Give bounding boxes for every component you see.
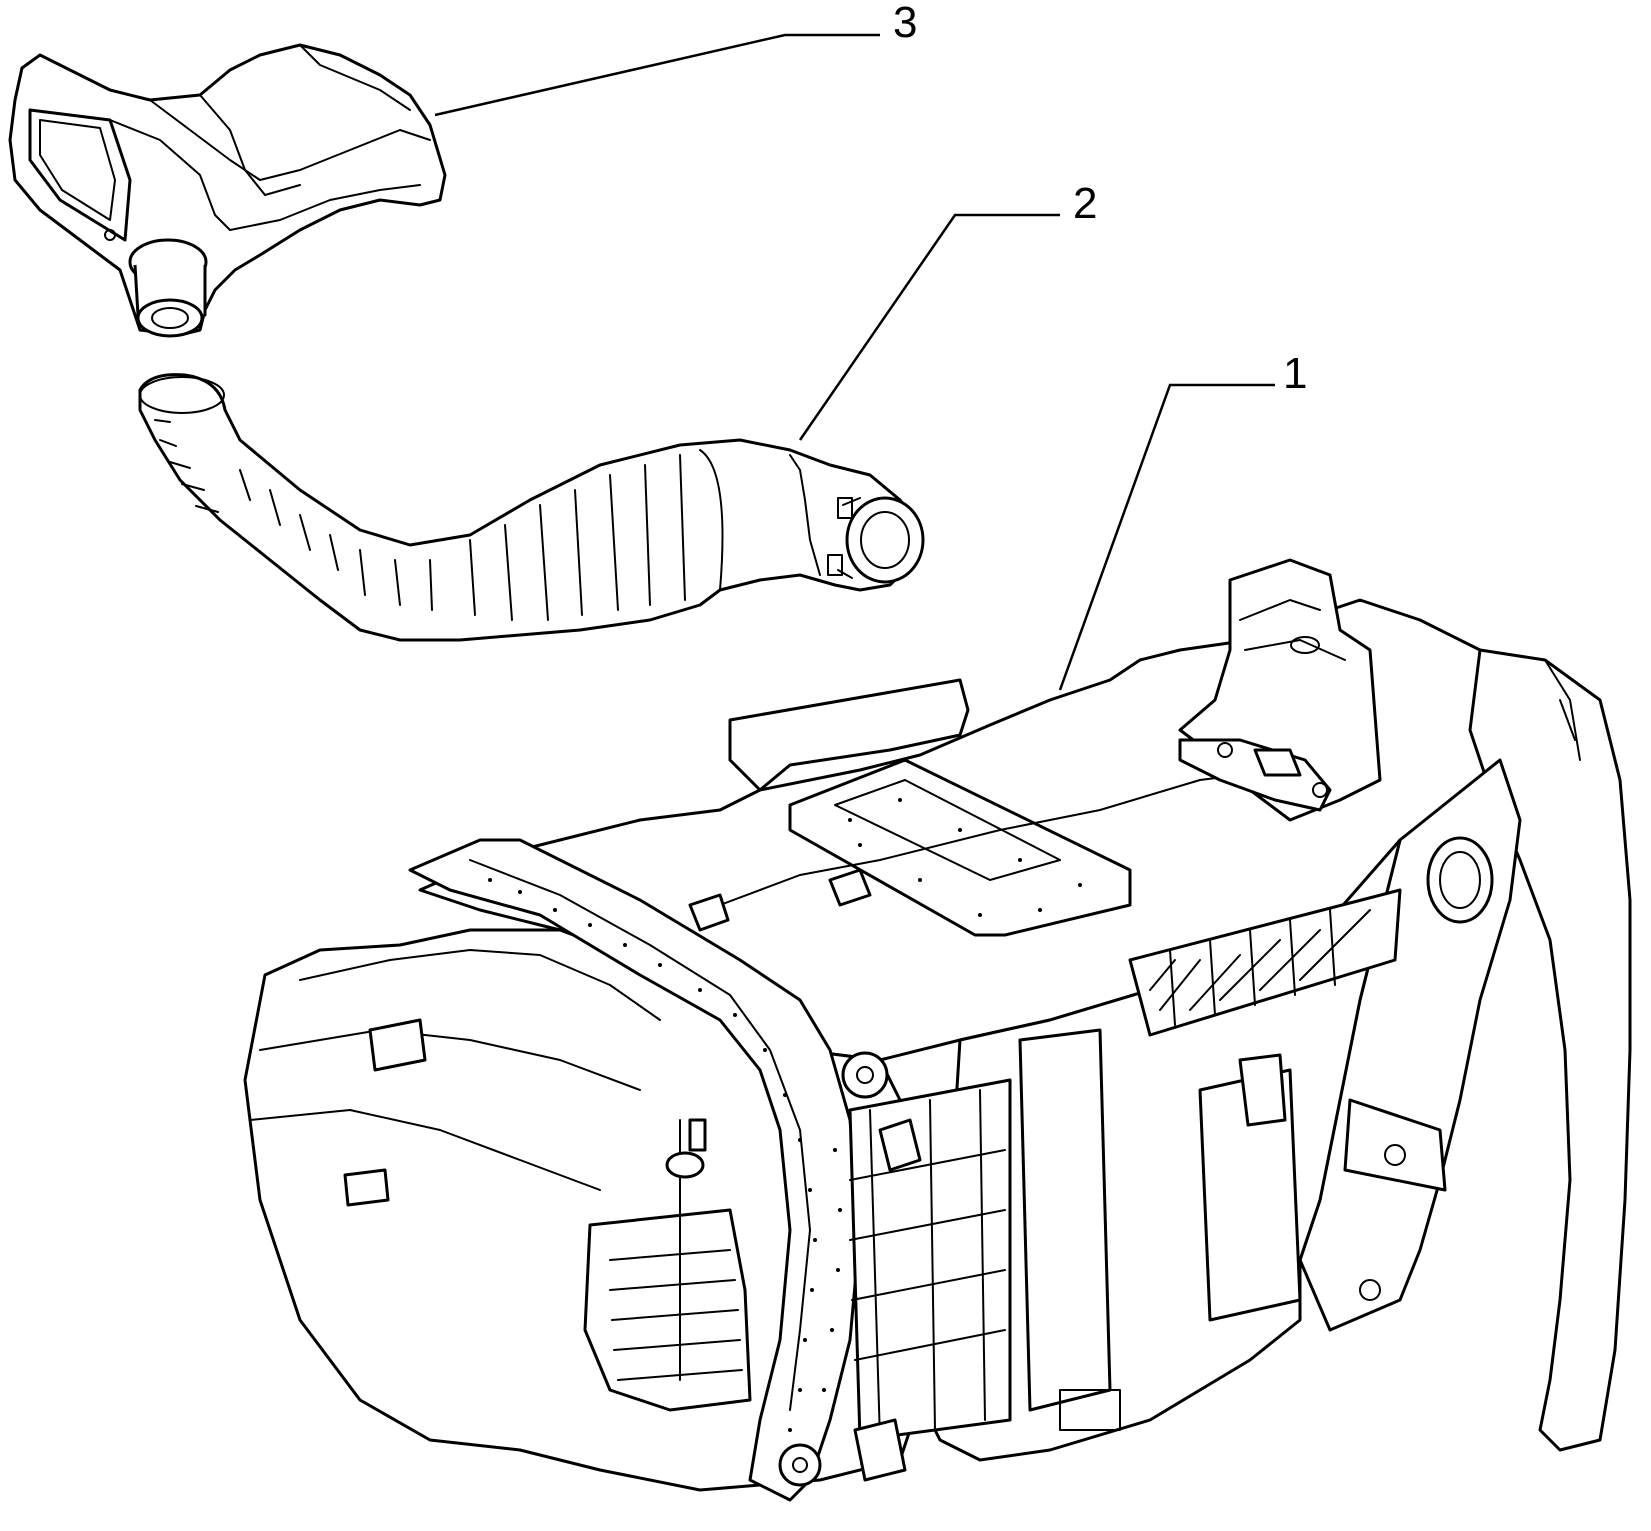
foam-speckle-texture — [488, 798, 1082, 1432]
leader-line-1 — [1058, 383, 1275, 691]
leader-line-2 — [798, 213, 1060, 441]
leader-lines — [434, 33, 1275, 691]
callout-3: 3 — [893, 0, 917, 47]
part-2-corrugated-hose — [138, 373, 925, 642]
leader-line-3 — [434, 33, 880, 117]
callout-1: 1 — [1283, 349, 1307, 398]
part-3-duct-adapter — [8, 43, 447, 338]
part-1-heater-housing — [243, 558, 1632, 1502]
callout-2: 2 — [1073, 179, 1097, 228]
